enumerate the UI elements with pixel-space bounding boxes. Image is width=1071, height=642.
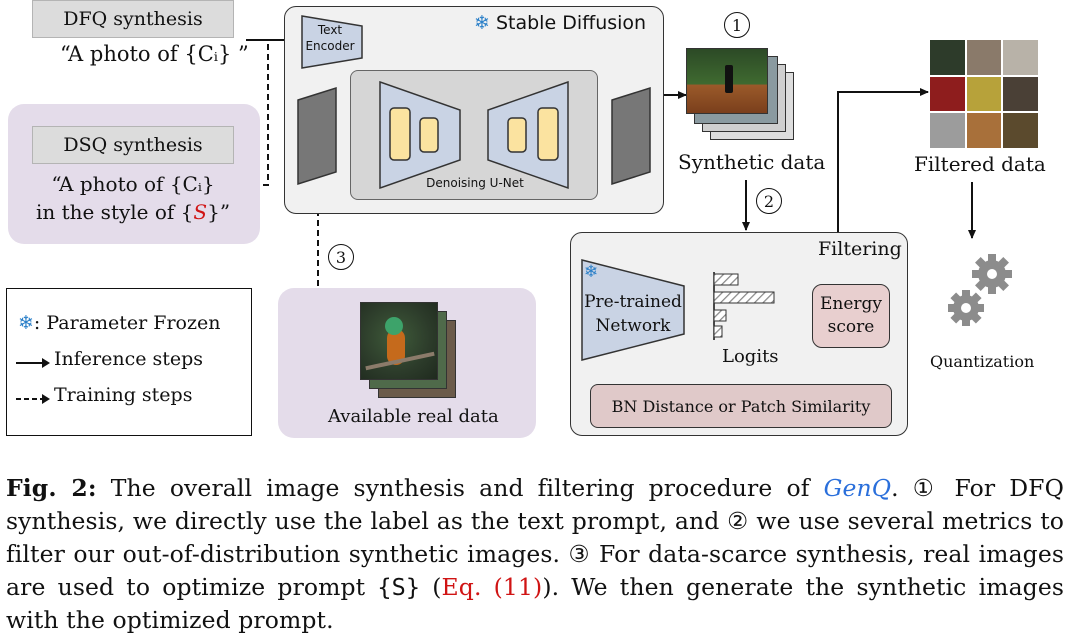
legend-dashed-arrow [16, 394, 50, 404]
logit-bar [713, 325, 723, 338]
filtering-label: Filtering [818, 238, 902, 260]
caption-part1: The overall image synthesis and filterin… [110, 474, 810, 502]
legend-frozen-row: ❄: Parameter Frozen [18, 312, 221, 334]
caption-part3: . We then generate the synthetic images … [6, 573, 1064, 634]
filtered-image-tile [930, 40, 965, 75]
text-encoder-label: Text Encoder [305, 23, 355, 53]
pretrained-network-label: Pre-trained Network [584, 292, 682, 336]
available-real-data-label: Available real data [328, 406, 499, 427]
step-2-marker: 2 [756, 188, 782, 214]
logit-bar [713, 291, 775, 304]
real-image-stack [360, 302, 470, 402]
caption-part2: . ① For DFQ synthesis, we directly use t… [6, 474, 1064, 601]
dsq-prompt-line2-post: }” [207, 200, 231, 224]
energy-score-label: Energy score [819, 294, 883, 337]
dfq-prompt: “A photo of {Cᵢ} ” [60, 42, 249, 66]
quantization-label: Quantization [930, 352, 1035, 371]
dfq-synthesis-box: DFQ synthesis [32, 0, 234, 38]
legend-training-label: Training steps [54, 384, 193, 406]
filtered-image-tile [1003, 76, 1038, 112]
figure-caption: Fig. 2: The overall image synthesis and … [6, 474, 1064, 634]
stable-diffusion-title: ❄ Stable Diffusion [474, 12, 646, 34]
dsq-synthesis-box: DSQ synthesis [32, 126, 234, 164]
synthetic-data-label: Synthetic data [678, 150, 826, 174]
step-3-marker: 3 [328, 244, 354, 270]
unet-shapes [379, 80, 569, 190]
bn-distance-label: BN Distance or Patch Similarity [611, 396, 871, 416]
caption-prompt-token: {S} [377, 573, 421, 601]
dsq-synthesis-label: DSQ synthesis [63, 134, 203, 156]
logit-bar [713, 309, 727, 322]
filtered-image-tile [966, 76, 1002, 112]
pretrained-network-shape [581, 259, 685, 361]
step-1-marker: 1 [724, 12, 750, 38]
filtered-image-tile [930, 76, 965, 112]
caption-eq-ref[interactable]: Eq. (11) [441, 573, 543, 601]
network-snowflake-icon: ❄ [584, 262, 599, 282]
filtered-image-tile [966, 40, 1002, 75]
text-encoder-shape [301, 15, 363, 69]
bn-distance-box: BN Distance or Patch Similarity [590, 384, 892, 428]
filtered-image-tile [1003, 113, 1038, 148]
dsq-prompt-line2-pre: in the style of { [35, 200, 194, 224]
bottle-shape [725, 65, 733, 93]
figure: DFQ synthesis “A photo of {Cᵢ} ” DSQ syn… [6, 0, 1046, 438]
bird-body [387, 329, 405, 365]
output-latent [611, 86, 651, 186]
dfq-synthesis-label: DFQ synthesis [63, 8, 203, 30]
synthetic-image-stack [686, 48, 806, 140]
logits-label: Logits [722, 346, 779, 367]
step-3-number: 3 [335, 247, 347, 267]
legend-frozen-label: : Parameter Frozen [33, 312, 221, 334]
dsq-prompt: “A photo of {Cᵢ} in the style of {S}” [20, 170, 246, 226]
caption-label: Fig. 2: [6, 474, 97, 502]
filtered-image-grid [930, 40, 1038, 148]
synthetic-image-front [686, 48, 768, 114]
stable-diffusion-label: Stable Diffusion [495, 12, 647, 34]
snowflake-icon: ❄ [474, 12, 490, 34]
energy-score-box: Energy score [812, 284, 890, 348]
real-image-front [360, 302, 438, 380]
filtered-image-tile [966, 113, 1002, 148]
gear-icon [948, 254, 1012, 326]
logit-bar [713, 273, 739, 286]
caption-method-name: GenQ [823, 474, 892, 502]
logits-bars [713, 272, 775, 340]
dsq-style-variable: S [193, 200, 208, 224]
input-latent [297, 86, 337, 186]
dsq-prompt-line2: in the style of {S}” [20, 198, 246, 226]
legend-inference-label: Inference steps [54, 348, 204, 370]
legend-solid-arrow [16, 358, 50, 368]
unet-label: Denoising U-Net [426, 176, 524, 190]
dsq-prompt-line1: “A photo of {Cᵢ} [51, 172, 215, 196]
bird-head [385, 317, 403, 335]
step-2-number: 2 [763, 191, 775, 211]
legend-snowflake-icon: ❄ [18, 312, 34, 334]
step-1-number: 1 [731, 15, 743, 35]
filtered-data-label: Filtered data [914, 152, 1046, 176]
filtered-image-tile [930, 113, 965, 148]
filtered-image-tile [1003, 40, 1038, 75]
